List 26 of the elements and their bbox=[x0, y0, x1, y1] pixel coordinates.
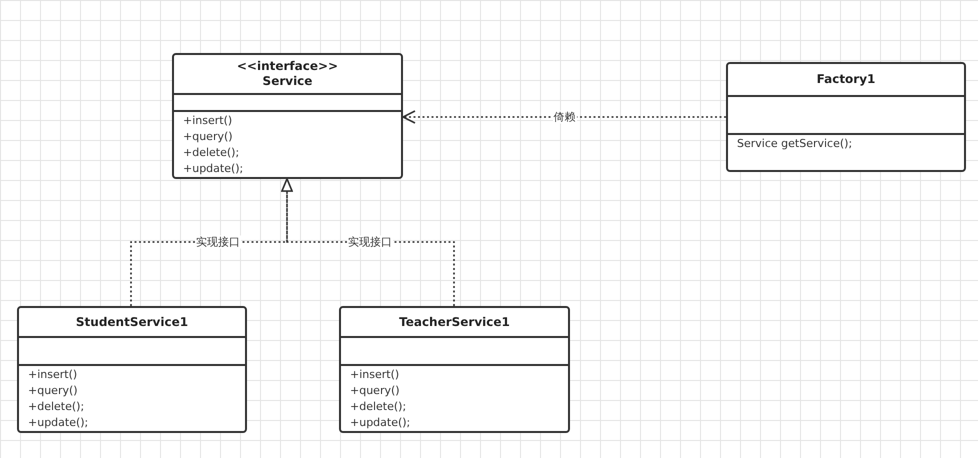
method-text: +update(); bbox=[183, 161, 244, 177]
class-box bbox=[339, 306, 570, 433]
class-box bbox=[172, 53, 403, 179]
dependency-arrow bbox=[402, 110, 726, 124]
method-text: +query() bbox=[28, 383, 79, 399]
class-box bbox=[17, 306, 247, 433]
method-text: +query() bbox=[183, 129, 234, 145]
class-name: TeacherService1 bbox=[399, 314, 510, 330]
method-text: +update(); bbox=[350, 415, 412, 431]
edge-label: 实现接口 bbox=[195, 236, 241, 248]
class-name: Service bbox=[262, 74, 312, 90]
method-text: +query() bbox=[350, 383, 401, 399]
method-text: +delete(); bbox=[28, 399, 86, 415]
class-name: Factory1 bbox=[816, 72, 876, 87]
method-text: +update(); bbox=[28, 415, 90, 431]
edge-label: 实现接口 bbox=[347, 236, 393, 248]
class-name: <<interface>> bbox=[236, 59, 338, 74]
method-text: +insert() bbox=[350, 367, 400, 383]
method-text: +delete(); bbox=[350, 399, 408, 415]
method-text: +delete(); bbox=[183, 145, 240, 161]
method-text: +insert() bbox=[28, 367, 78, 383]
class-name: StudentService1 bbox=[76, 314, 188, 330]
method-text: Service getService(); bbox=[737, 136, 854, 152]
method-text: +insert() bbox=[183, 113, 234, 129]
edge-label: 倚赖 bbox=[552, 110, 576, 124]
class-box bbox=[726, 62, 966, 172]
